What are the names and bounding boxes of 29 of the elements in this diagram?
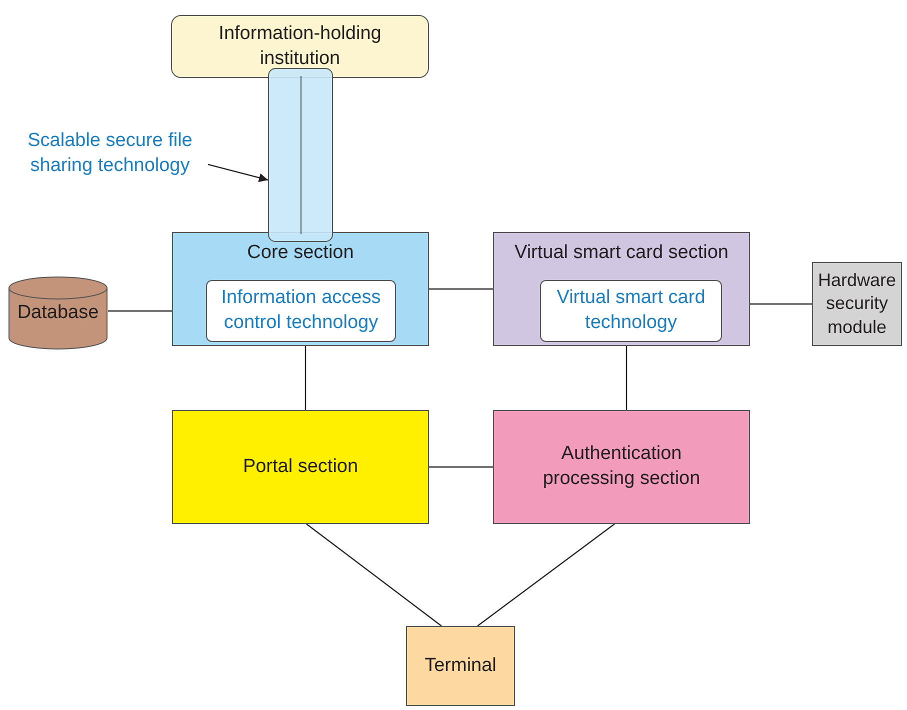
node-label: Core section [247,241,354,265]
node-label: Hardware security module [817,268,897,339]
technology-box [206,280,396,342]
connector-line [626,346,628,410]
connector-line [750,303,812,305]
node-label: Information-holding institution [218,22,382,70]
section-box [172,232,429,346]
section-box [493,232,750,346]
leader-arrow [208,164,268,182]
node-label: Information access control technology [220,286,382,335]
node-label: Terminal [424,654,496,678]
node-label: Virtual smart card technology [556,286,706,335]
technology-box [540,280,722,342]
connector-line [477,524,615,626]
connector-line [304,346,306,410]
section-box [812,262,902,346]
node-label: Scalable secure file sharing technology [26,129,194,178]
node-label: Portal section [242,454,358,479]
connector-line [429,288,493,290]
node-label: Authentication processing section [542,442,702,491]
connector-line [306,524,442,626]
database-label: Database [17,300,99,325]
connector-line [108,310,172,312]
node-label: Virtual smart card section [514,241,728,265]
section-box [406,626,515,706]
section-box [172,410,429,524]
section-box [493,410,750,524]
section-box [171,15,429,78]
connector-line [429,466,493,468]
